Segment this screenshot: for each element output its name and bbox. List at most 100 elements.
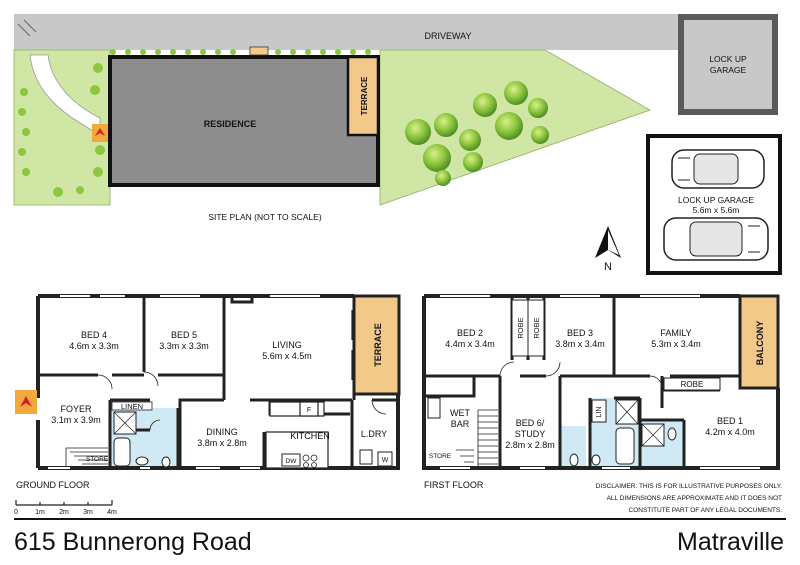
robe-b-label: ROBE [532,317,541,338]
fridge [299,401,319,417]
kitchen-label: KITCHEN [290,431,330,441]
driveway-label: DRIVEWAY [424,31,471,41]
site-garage-label-line1: LOCK UP [709,54,747,64]
residence-building [108,55,380,187]
garage-detail-size: 5.6m x 5.6m [693,205,740,215]
site-terrace-label: TERRACE [360,76,369,115]
bed2-name: BED 2 [457,328,483,338]
washer-label: W [382,457,389,464]
bed3-size: 3.8m x 3.4m [555,339,605,349]
bathtub-icon [615,427,635,465]
robe-b-box [527,299,545,357]
entry-arrow-icon [20,396,32,407]
bed6-name-line2: STUDY [515,429,546,439]
dishwasher-label: DW [286,458,298,465]
living-name: LIVING [272,340,302,350]
bed4-size: 4.6m x 3.3m [69,341,119,351]
car-icon [663,217,769,261]
scale-tick-2: 2m [59,509,69,516]
site-plan-caption: SITE PLAN (NOT TO SCALE) [208,212,322,222]
driveway-area [14,14,680,50]
ground-floor-label: GROUND FLOOR [16,480,90,490]
bed1-size: 4.2m x 4.0m [705,427,755,437]
laundry-tub [359,449,373,465]
first-floor-label: FIRST FLOOR [424,480,484,490]
residence-label: RESIDENCE [204,119,257,129]
bed3-name: BED 3 [567,328,593,338]
entry-arrow-icon [95,128,105,136]
linen-label: LINEN [121,402,143,411]
ground-inner-walls [38,294,398,468]
toilet-icon [135,456,149,466]
footer-rule [14,518,786,520]
disclaimer-line2: ALL DIMENSIONS ARE APPROXIMATE AND IT DO… [607,495,782,502]
gate-icon [17,19,37,37]
disclaimer-line1: DISCLAIMER: THIS IS FOR ILLUSTRATIVE PUR… [596,483,782,490]
car-icon [671,149,765,189]
ground-terrace-label: TERRACE [373,323,383,367]
robe-c-box [663,377,721,391]
door-swings [97,371,387,431]
scale-tick-1: 1m [35,509,45,516]
first-store-label: STORE [429,453,452,460]
family-name: FAMILY [660,328,691,338]
toilet-icon [591,454,601,466]
windows [48,295,320,469]
site-garage-inner [684,20,772,109]
bed5-size: 3.3m x 3.3m [159,341,209,351]
fridge-label: F [307,407,311,414]
bed6-name-line1: BED 6/ [516,418,545,428]
bed2-size: 4.4m x 3.4m [445,339,495,349]
cooktop-icon [302,454,318,468]
dining-name: DINING [206,427,238,437]
bed1-name: BED 1 [717,416,743,426]
hedge [18,49,371,197]
robe-c-label: ROBE [681,380,704,389]
toilet-icon [667,427,677,441]
north-label: N [604,261,612,273]
scale-tick-4: 4m [107,509,117,516]
first-stairs [456,409,498,468]
toilet-icon [161,456,171,468]
disclaimer-line3: CONSTITUTE PART OF ANY LEGAL DOCUMENTS. [629,507,783,514]
front-lawn [13,49,111,206]
ground-store-label: STORE [86,456,109,463]
family-size: 5.3m x 3.4m [651,339,701,349]
ground-stairs [65,447,108,468]
door-swings [499,361,663,389]
garage-detail: LOCK UP GARAGE 5.6m x 5.6m [646,134,782,275]
linen-cupboard [111,401,153,411]
north-compass: N [595,226,621,273]
trees [405,81,549,186]
bar-sink-icon [427,397,441,419]
property-suburb: Matraville [677,528,784,556]
site-garage-label-line2: GARAGE [710,65,747,75]
scale-tick-0: 0 [14,509,18,516]
washer [377,451,393,467]
residence-porch [249,46,269,56]
living-size: 5.6m x 4.5m [262,351,312,361]
property-address: 615 Bunnerong Road [14,528,252,556]
linen-cupboard [591,399,607,423]
wet-bar-line1: WET [450,408,470,418]
dishwasher [281,453,301,467]
scale-tick-3: 3m [83,509,93,516]
balcony-label: BALCONY [755,321,765,366]
balcony [738,294,780,390]
dining-size: 3.8m x 2.8m [197,438,247,448]
garage-detail-title: LOCK UP GARAGE [678,195,754,205]
first-floor-plan: BALCONY [422,294,780,490]
toilet-icon [569,453,579,467]
first-linen-label: LIN [596,407,603,418]
wet-bar-line2: BAR [451,419,470,429]
bed5-name: BED 5 [171,330,197,340]
ground-floor-plan: TERRACE F DW W [15,294,401,490]
foyer-name: FOYER [60,404,92,414]
bed6-size: 2.8m x 2.8m [505,440,555,450]
ground-terrace [352,294,401,396]
windows [440,295,760,469]
foyer-size: 3.1m x 3.9m [51,415,101,425]
site-plan: DRIVEWAY RESIDENCE TERRACE [13,14,778,222]
disclaimer: DISCLAIMER: THIS IS FOR ILLUSTRATIVE PUR… [596,483,782,514]
